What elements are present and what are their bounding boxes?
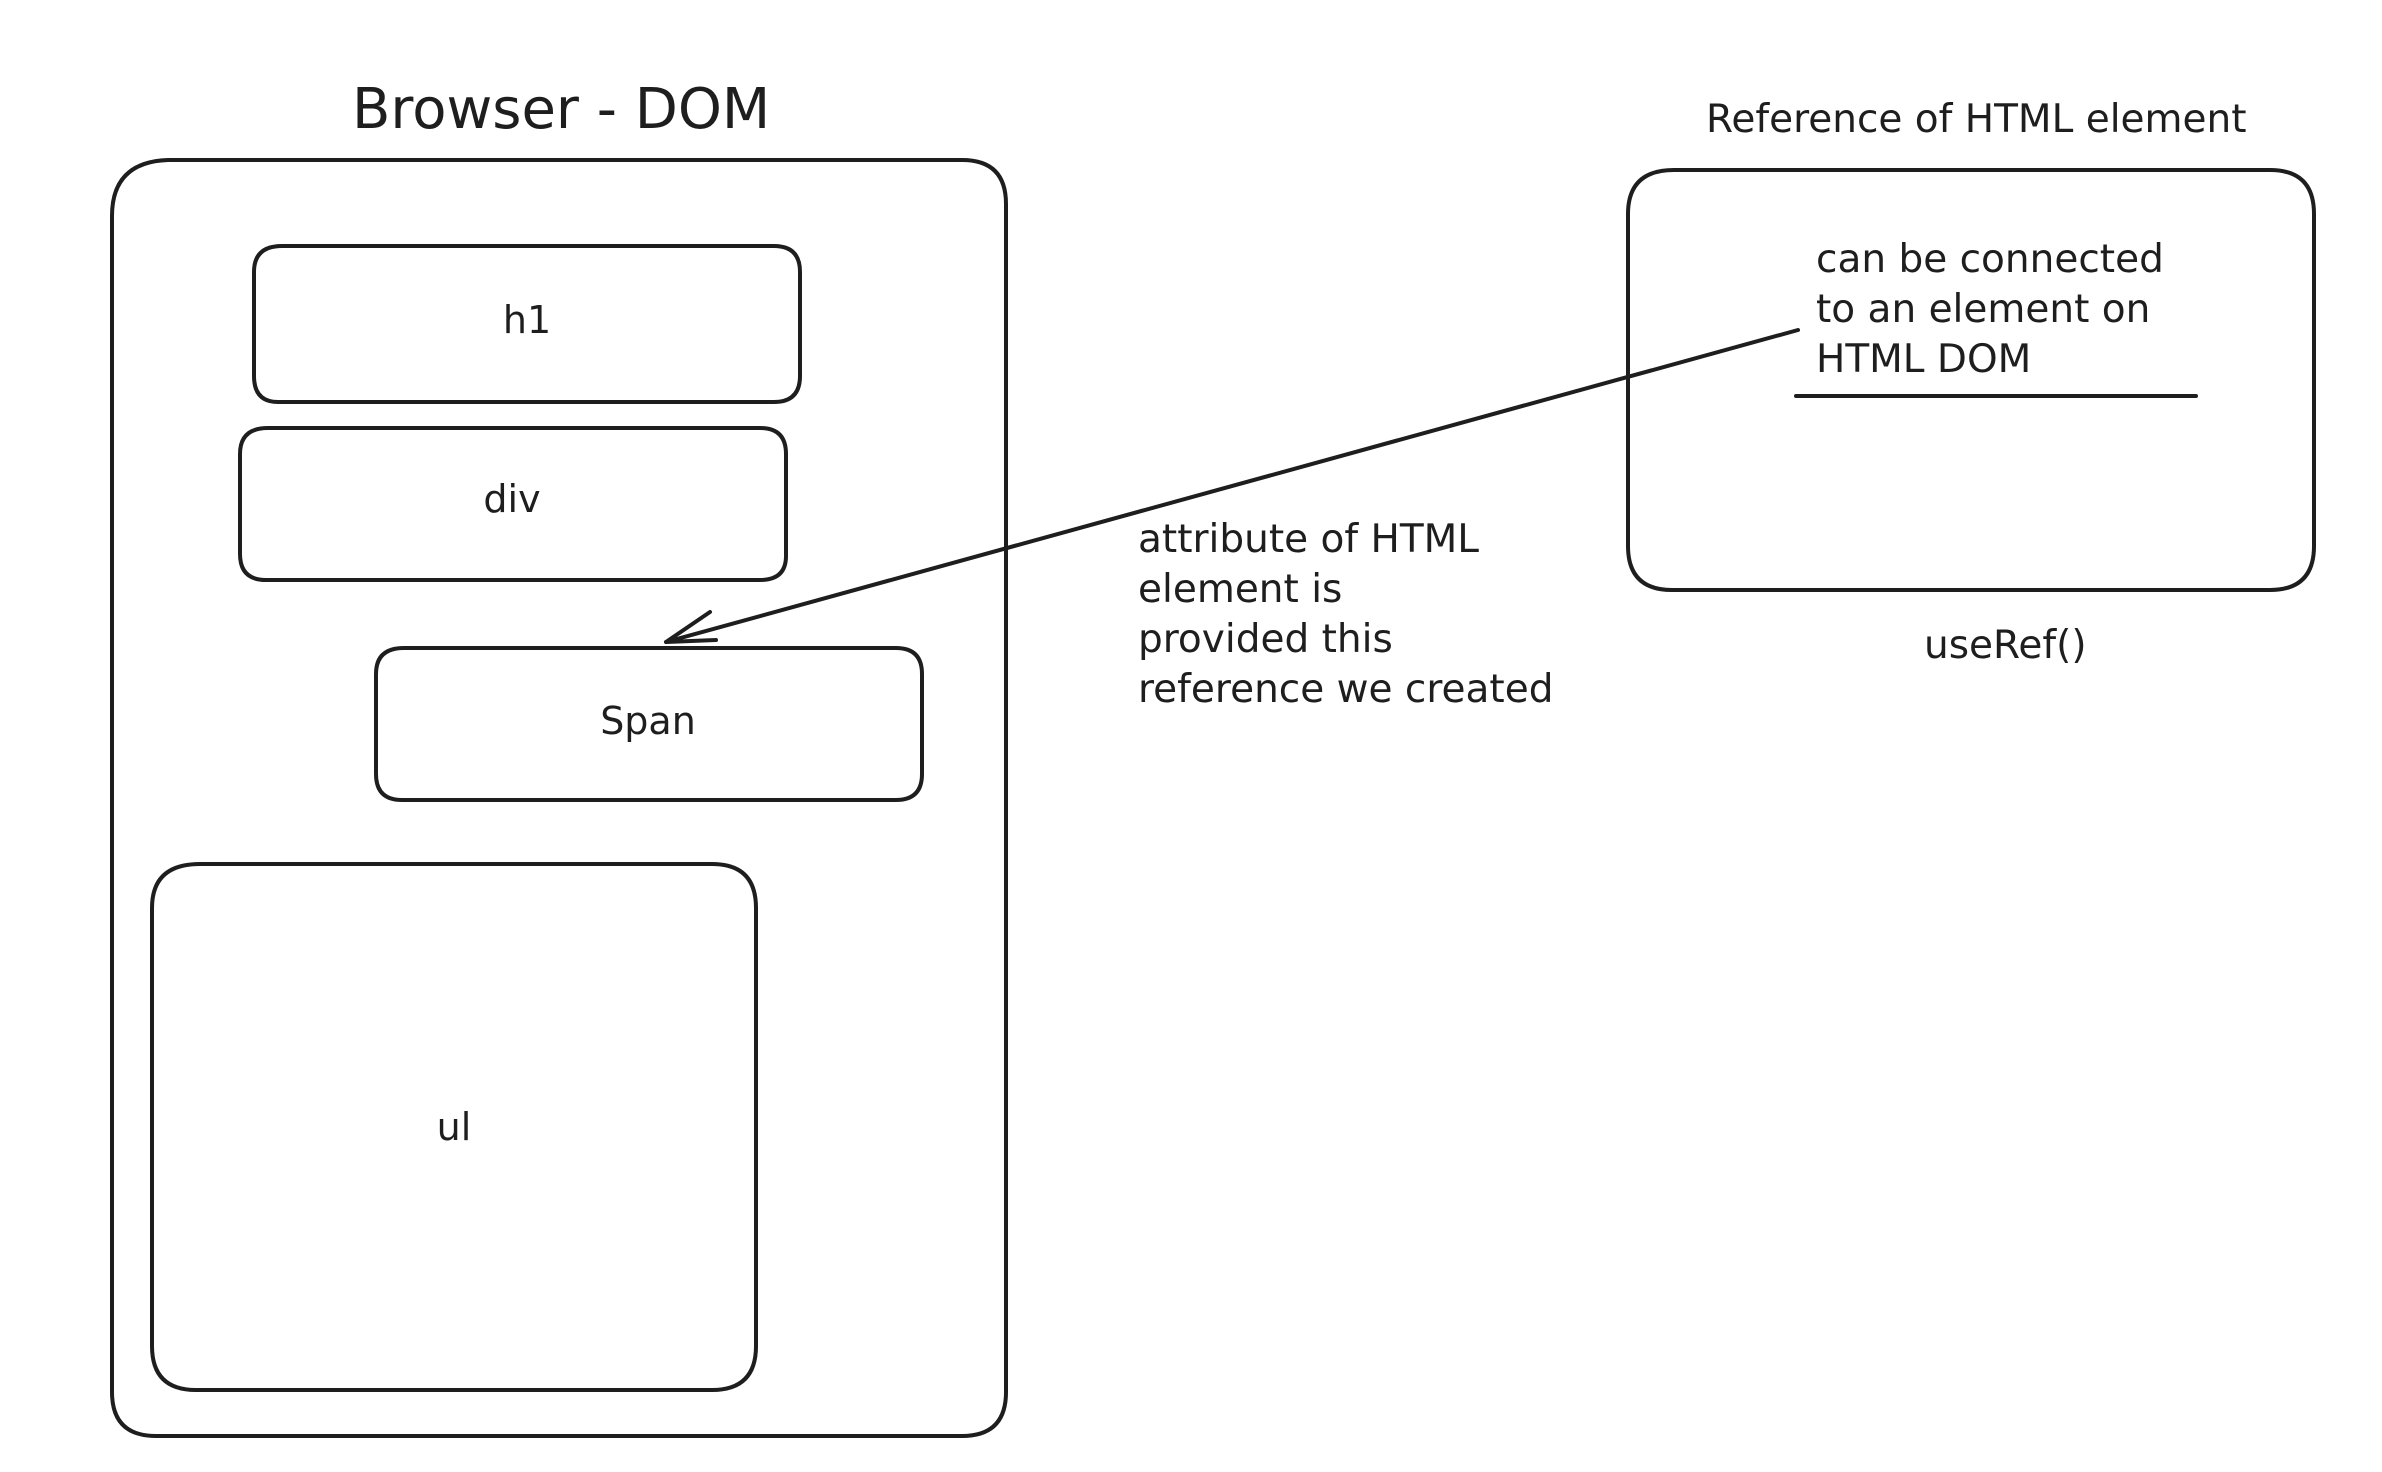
browser-dom-title: Browser - DOM — [352, 77, 770, 142]
reference-description-line-1: can be connected — [1816, 237, 2164, 282]
reference-box — [1626, 168, 2316, 592]
useref-caption: useRef() — [1924, 623, 2087, 668]
arrow-label-line-2: element is — [1138, 567, 1342, 612]
arrow-label-line-1: attribute of HTML — [1138, 517, 1479, 562]
div-element-box — [238, 426, 788, 582]
div-element-label: div — [483, 477, 540, 521]
reference-arrow-head — [664, 610, 718, 644]
h1-element-label: h1 — [503, 298, 551, 342]
reference-description-line-2: to an element on — [1816, 287, 2150, 332]
ul-element-box — [150, 862, 758, 1392]
ul-element-label: ul — [437, 1105, 472, 1149]
reference-arrow-line — [664, 328, 1800, 644]
reference-title: Reference of HTML element — [1706, 97, 2247, 142]
h1-element-box — [252, 244, 802, 404]
arrow-label-line-4: reference we created — [1138, 667, 1553, 712]
arrow-label: attribute of HTML element is provided th… — [1138, 517, 1553, 712]
reference-description-line-3: HTML DOM — [1816, 337, 2031, 382]
span-element-label: Span — [600, 699, 696, 743]
browser-dom-container — [110, 158, 1008, 1438]
span-element-box — [374, 646, 924, 802]
reference-description: can be connected to an element on HTML D… — [1816, 237, 2176, 382]
arrow-label-line-3: provided this — [1138, 617, 1393, 662]
